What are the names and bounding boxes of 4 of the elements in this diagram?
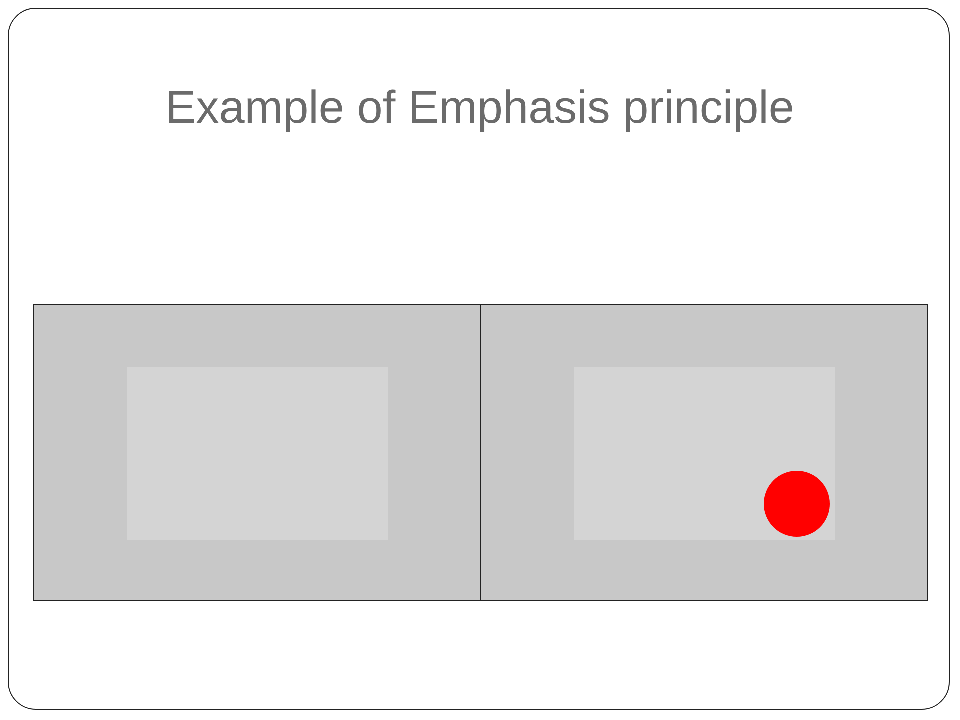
left-panel <box>33 304 481 601</box>
right-panel <box>480 304 928 601</box>
inner-rectangle <box>574 367 835 540</box>
slide-title: Example of Emphasis principle <box>164 80 796 134</box>
